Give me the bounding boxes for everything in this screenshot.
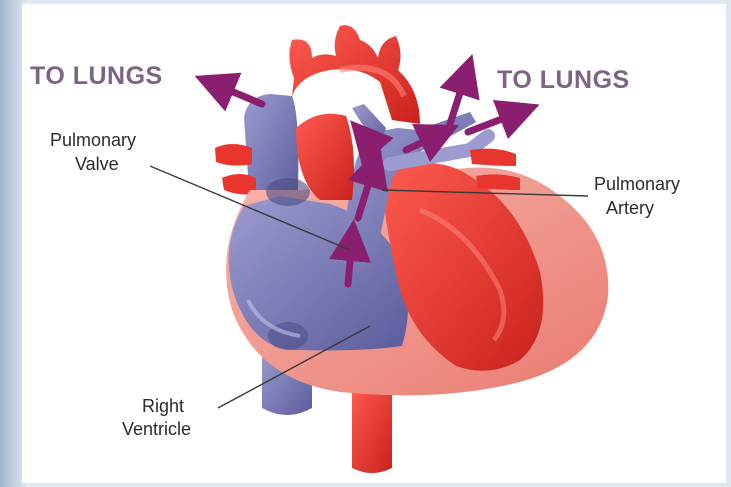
- label-pulmonary-valve-line2: Valve: [75, 154, 119, 174]
- flow-arrow-up: [348, 240, 352, 284]
- label-right-ventricle-line2: Ventricle: [122, 419, 191, 439]
- label-pulmonary-valve-line1: Pulmonary: [50, 130, 136, 150]
- descending-aorta: [352, 385, 392, 473]
- label-to-lungs-right: TO LUNGS: [497, 66, 630, 94]
- label-pulmonary-artery-line2: Artery: [606, 198, 654, 218]
- flow-arrow-to-lungs-left: [214, 84, 262, 104]
- label-pulmonary-artery-line1: Pulmonary: [594, 174, 680, 194]
- label-to-lungs-left: TO LUNGS: [30, 62, 163, 90]
- label-right-ventricle-line1: Right: [142, 396, 184, 416]
